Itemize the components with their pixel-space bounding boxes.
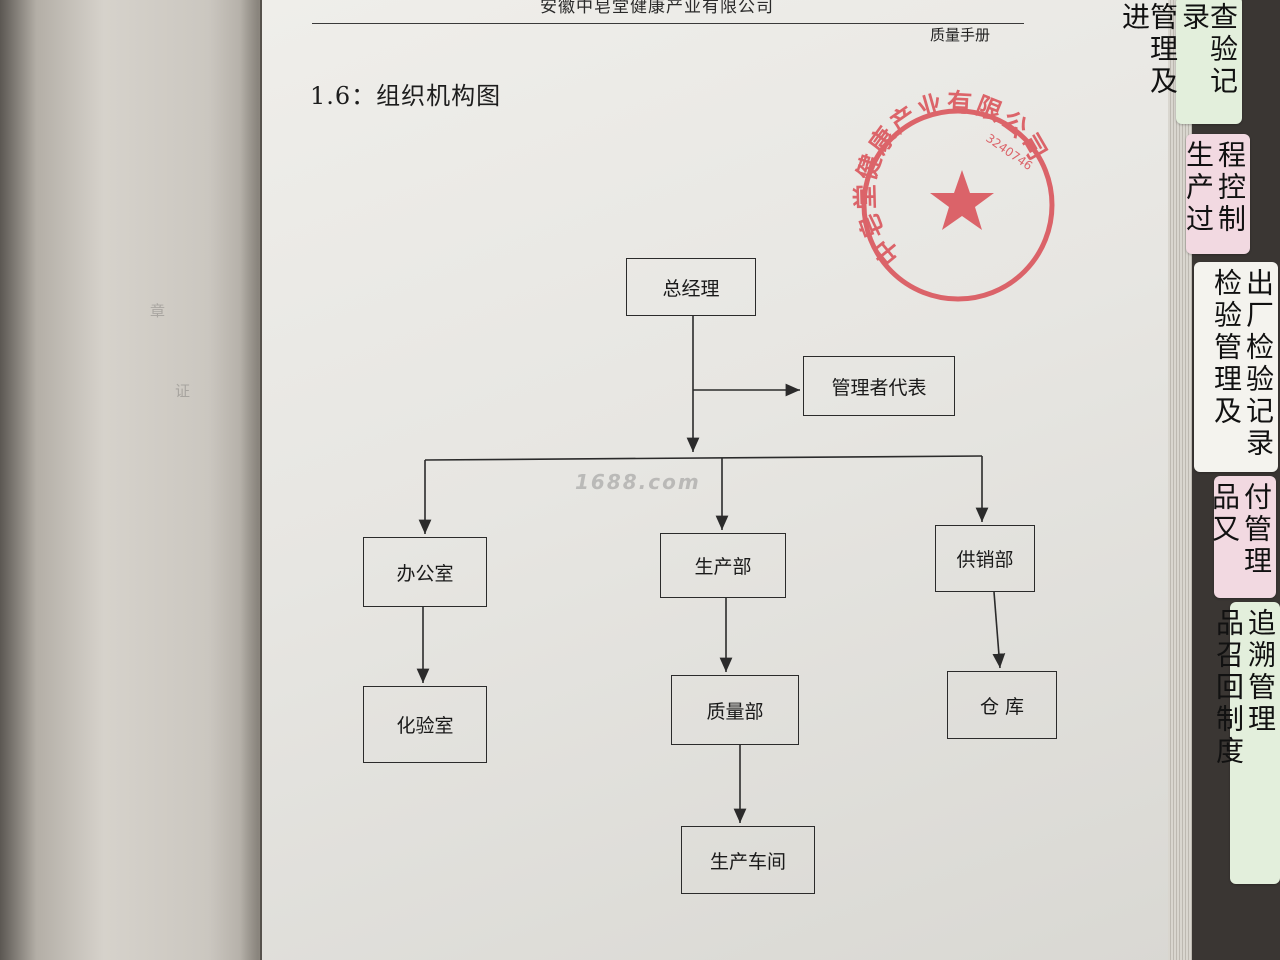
node-supply-sales-department: 供销部 — [935, 525, 1035, 592]
seal-star-icon — [930, 170, 994, 230]
tab-label: 追溯管理 — [1244, 608, 1277, 736]
node-quality-department: 质量部 — [671, 675, 799, 745]
node-production-department: 生产部 — [660, 533, 786, 598]
index-tab-2[interactable]: 程控制 生产过 — [1182, 134, 1250, 254]
document-page — [262, 0, 1190, 960]
section-title: 1.6：组织机构图 — [310, 82, 502, 110]
tab-label: 品召回制度 — [1212, 608, 1245, 768]
connector-branch — [424, 455, 983, 461]
watermark: 1688.com — [575, 470, 701, 494]
tab-label: 生产过 — [1182, 140, 1215, 236]
node-production-workshop: 生产车间 — [681, 826, 815, 894]
node-laboratory: 化验室 — [363, 686, 487, 763]
header-manual-title: 质量手册 — [930, 26, 991, 44]
tab-label: 查验记录 — [1178, 2, 1239, 98]
ghost-text: 章 — [150, 302, 166, 320]
connector-supply-warehouse — [992, 591, 1006, 669]
tab-label: 管理及进 — [1118, 2, 1179, 98]
node-office: 办公室 — [363, 537, 487, 607]
tab-label: 出厂检验记录 — [1242, 268, 1275, 460]
tab-label: 品又 — [1208, 482, 1241, 546]
tab-label: 付管理 — [1240, 482, 1273, 578]
left-page: 章 证 — [0, 0, 260, 960]
index-tab-3[interactable]: 出厂检验记录 检验管理及 — [1194, 262, 1278, 472]
index-tab-4[interactable]: 付管理 品又 — [1208, 476, 1276, 598]
ghost-text: 证 — [175, 382, 191, 400]
node-general-manager: 总经理 — [626, 258, 756, 316]
node-warehouse: 仓 库 — [947, 671, 1057, 739]
node-management-representative: 管理者代表 — [803, 356, 955, 416]
index-tab-1[interactable]: 查验记录 管理及进 — [1118, 0, 1242, 124]
index-tab-5[interactable]: 追溯管理 品召回制度 — [1212, 602, 1280, 884]
tab-label: 程控制 — [1214, 140, 1247, 236]
header-company-name: 安徽中皂堂健康产业有限公司 — [540, 0, 774, 17]
svg-text:中皂堂健康产业有限公司: 中皂堂健康产业有限公司 — [851, 88, 1054, 271]
header-rule — [312, 23, 1024, 24]
tab-label: 检验管理及 — [1210, 268, 1243, 428]
